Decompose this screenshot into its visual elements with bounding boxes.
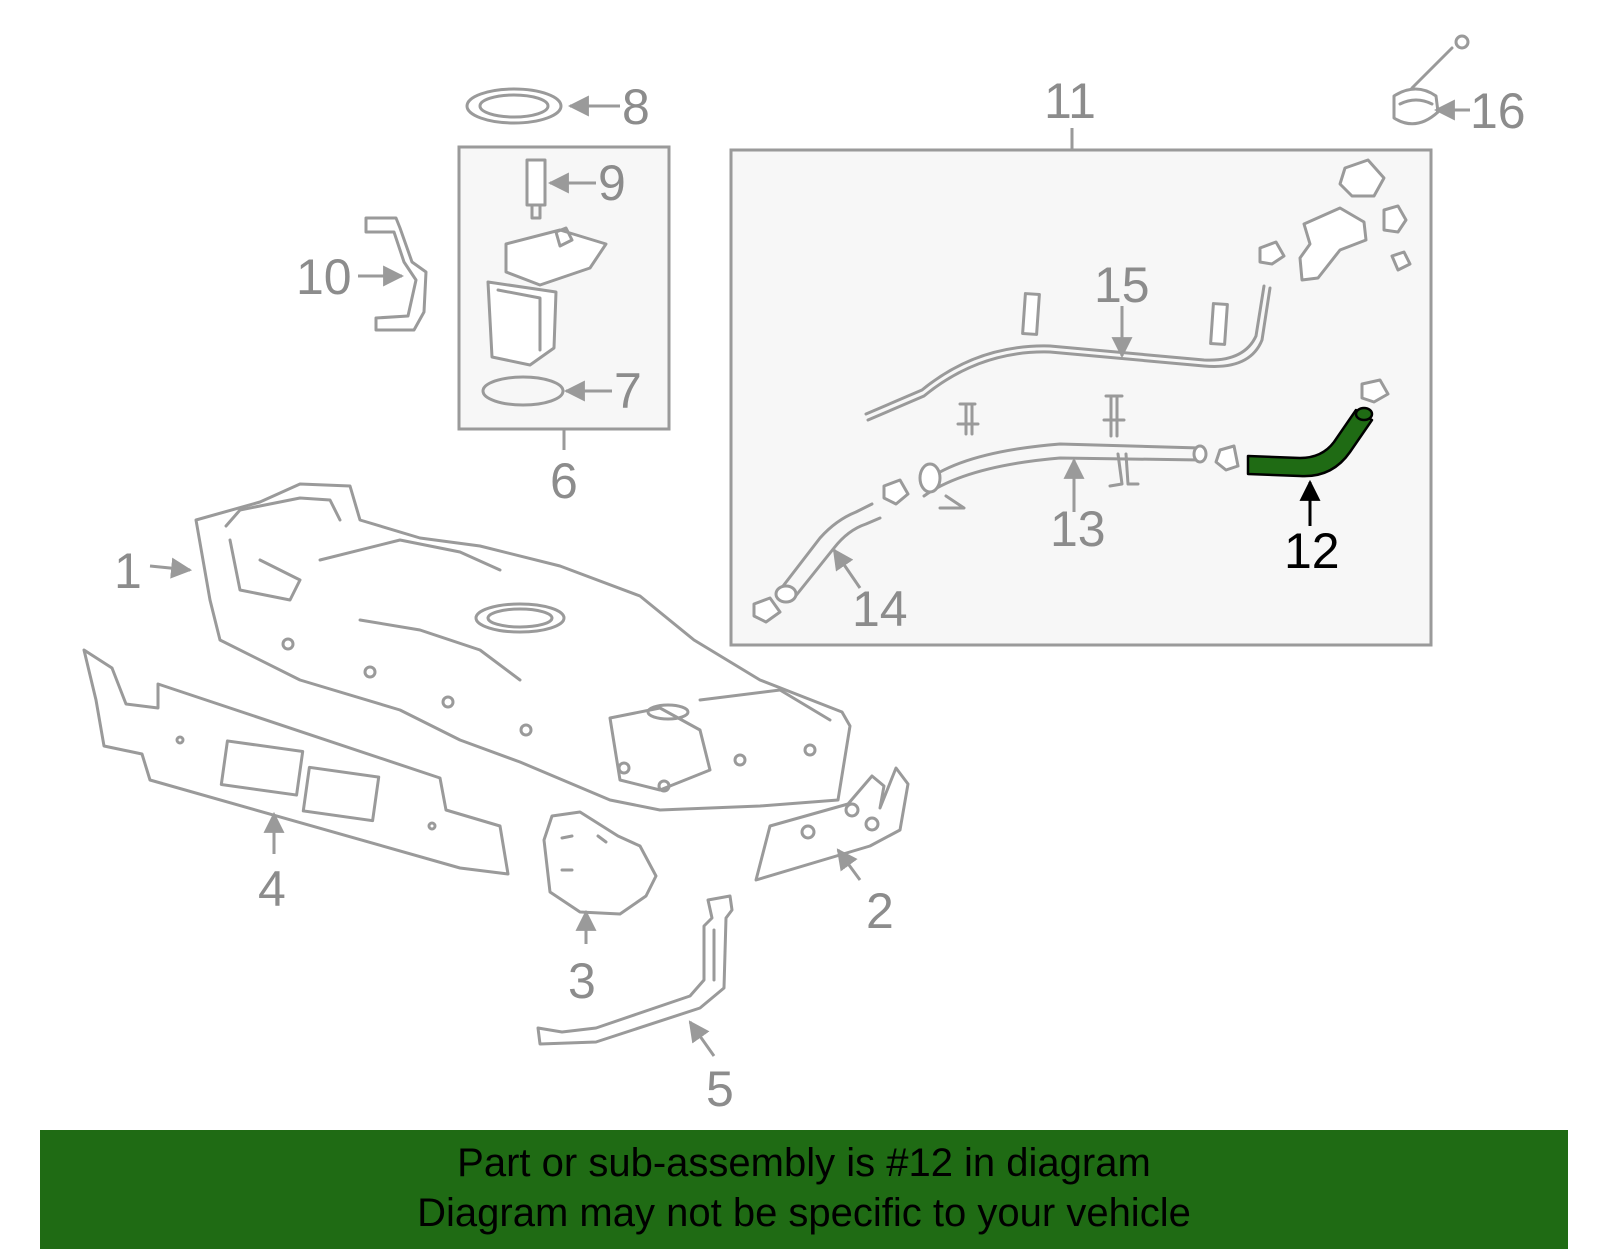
leader-lines	[149, 95, 1470, 1057]
callout-7: 7	[614, 363, 642, 419]
banner-line-2: Diagram may not be specific to your vehi…	[417, 1191, 1191, 1235]
callout-1: 1	[114, 543, 142, 599]
part-4-shield	[82, 648, 510, 876]
callout-9: 9	[598, 155, 626, 211]
callout-11: 11	[1044, 73, 1096, 129]
part-6-fuel-pump-module	[486, 226, 608, 367]
part-13-filler-pipe	[882, 394, 1240, 510]
callout-13: 13	[1050, 501, 1106, 557]
callout-2: 2	[866, 883, 894, 939]
part-12-hose-highlighted	[1246, 378, 1390, 478]
part-15-vent-tube	[864, 284, 1272, 422]
part-5-strap	[536, 894, 734, 1046]
part-3-shield-plate	[542, 810, 658, 916]
part-1-fuel-tank	[194, 482, 852, 812]
callout-14: 14	[852, 581, 908, 637]
banner-line-1: Part or sub-assembly is #12 in diagram	[457, 1141, 1151, 1185]
callout-12: 12	[1284, 523, 1340, 579]
callout-6: 6	[550, 453, 578, 509]
part-7-seal	[481, 375, 565, 407]
part-14-hose	[752, 502, 882, 624]
callout-15: 15	[1094, 257, 1150, 313]
part-16-filler-cap	[1392, 34, 1470, 126]
part-8-lock-ring	[465, 87, 563, 125]
part-11-filler-neck-assembly	[1258, 158, 1412, 282]
callout-5: 5	[706, 1061, 734, 1117]
part-10-sender	[364, 216, 428, 332]
part-9-sensor	[525, 158, 547, 220]
callout-10: 10	[296, 249, 352, 305]
callout-3: 3	[568, 953, 596, 1009]
part-2-bracket	[754, 766, 910, 882]
info-banner: Part or sub-assembly is #12 in diagram D…	[40, 1130, 1568, 1249]
callout-4: 4	[258, 861, 286, 917]
callout-8: 8	[622, 79, 650, 135]
callout-16: 16	[1470, 83, 1526, 139]
